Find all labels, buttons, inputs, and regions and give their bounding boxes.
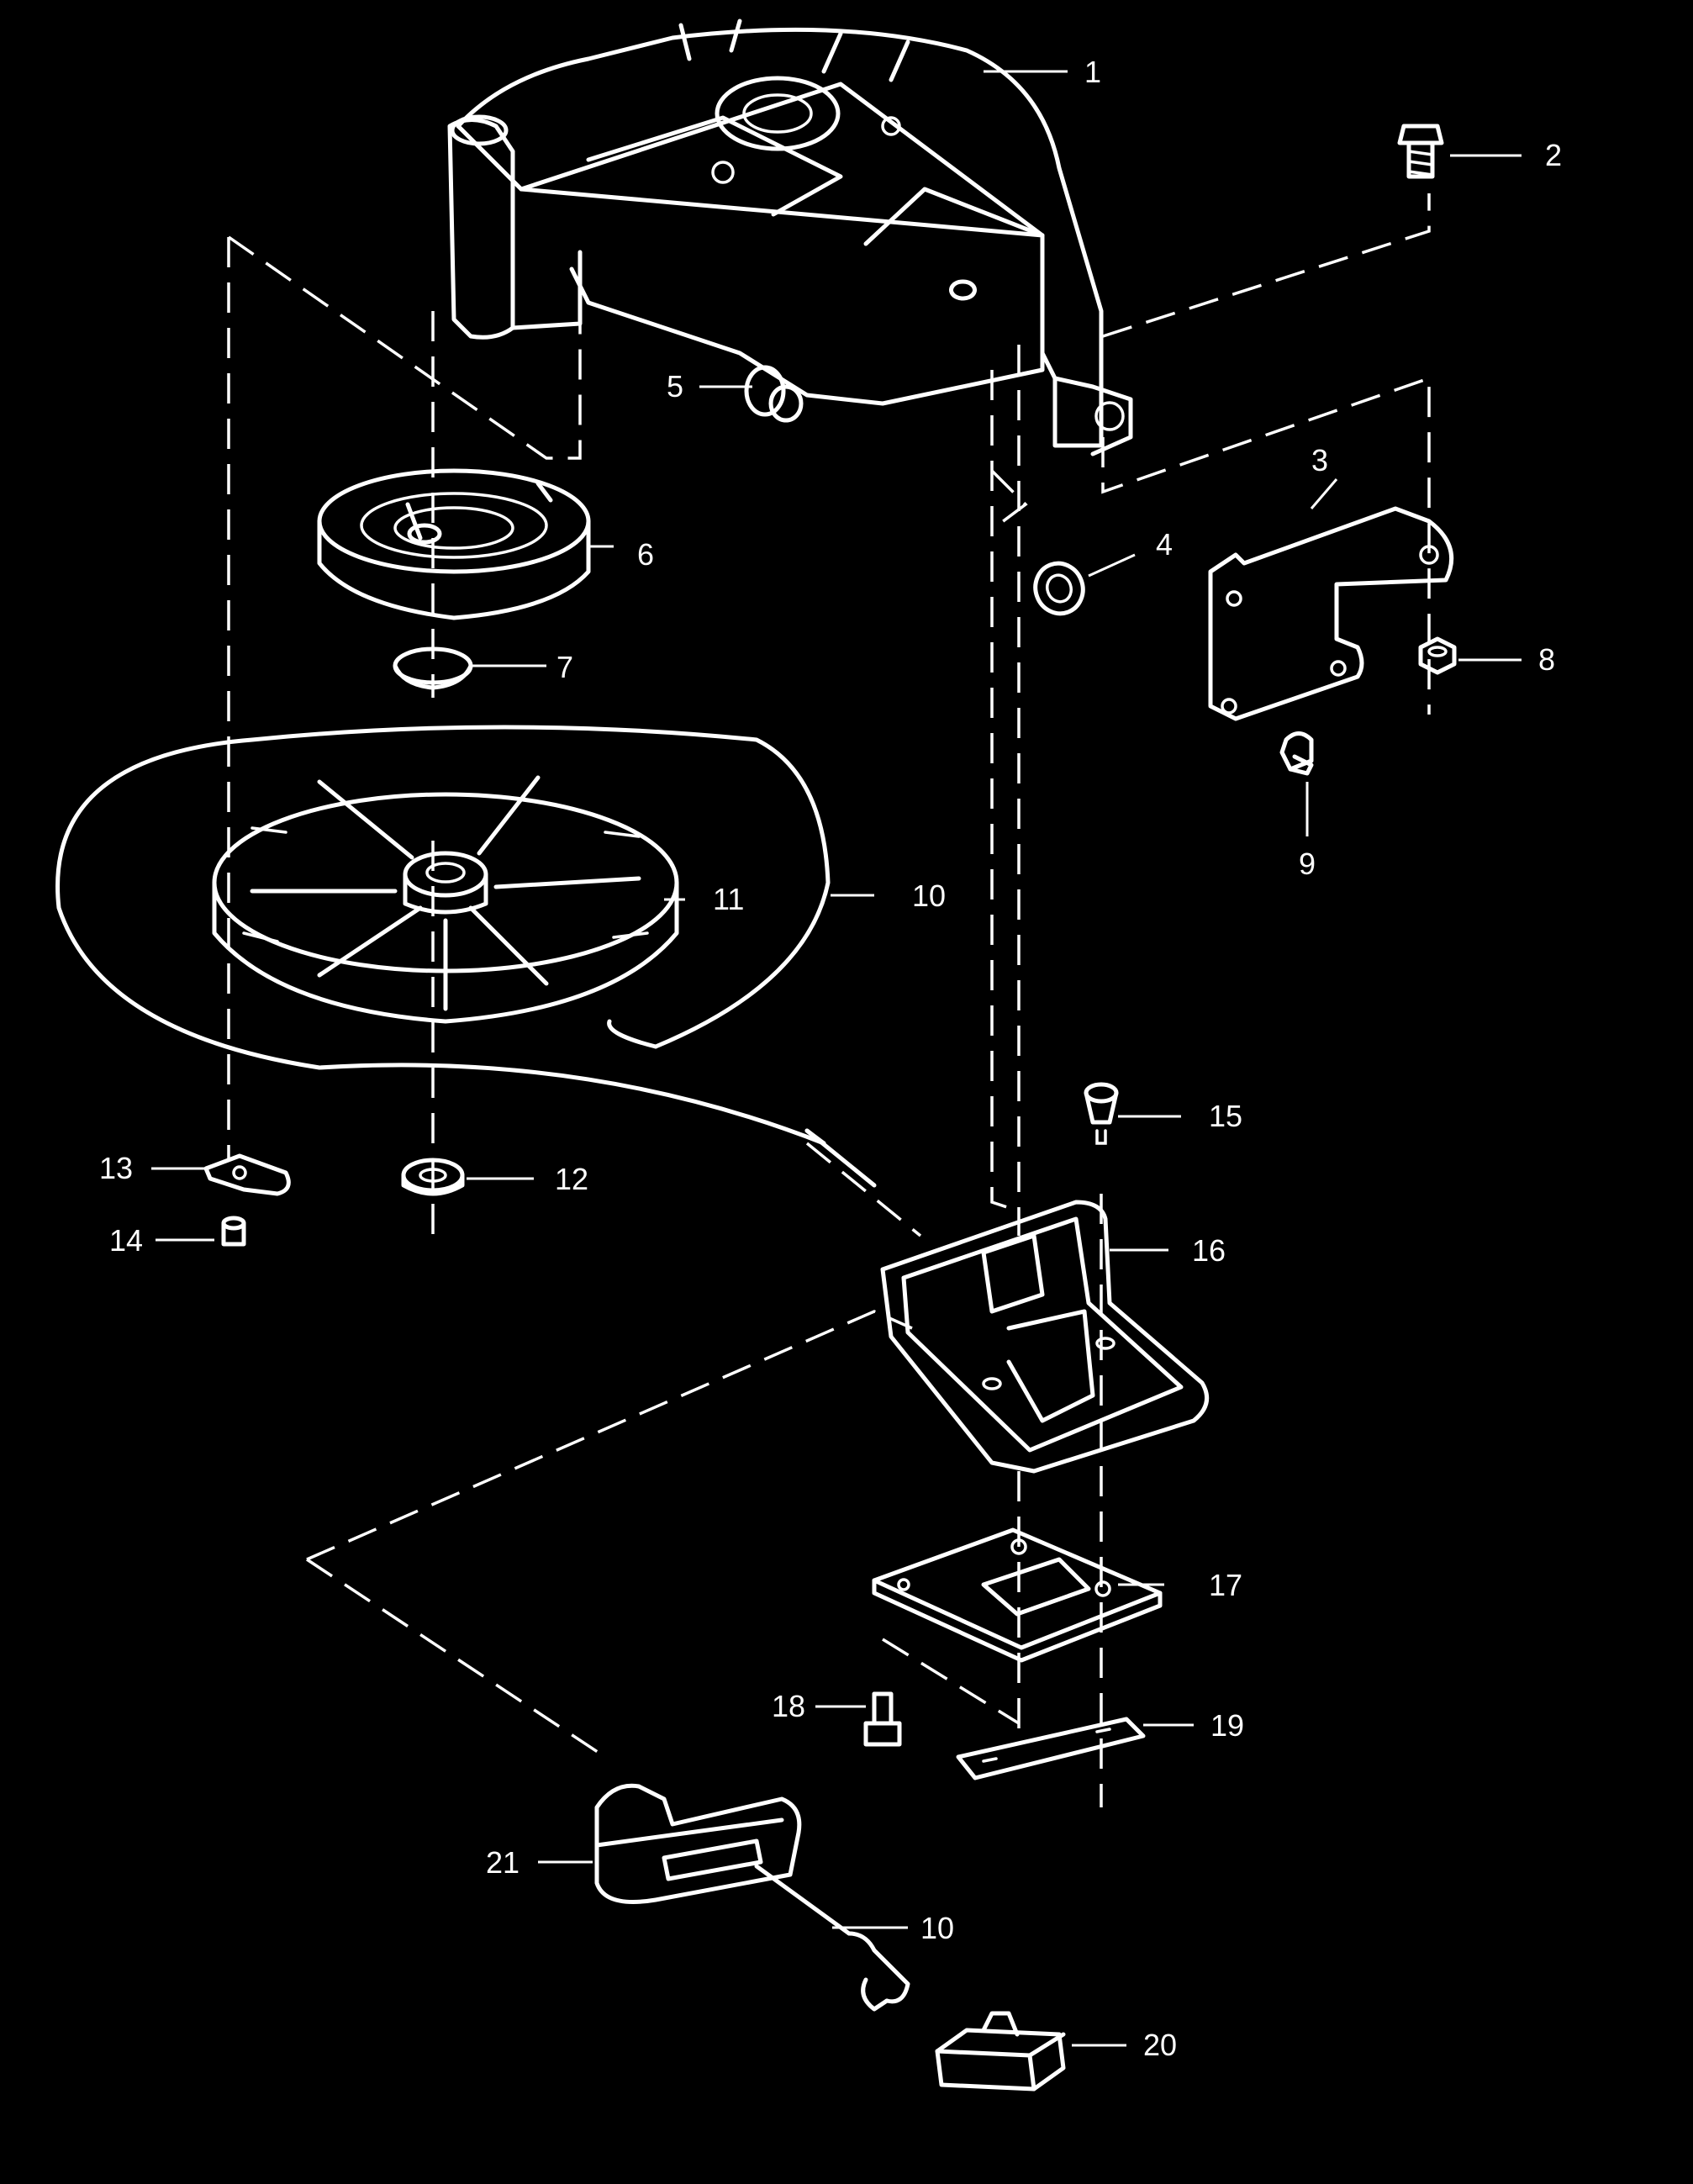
plate-17 (872, 1527, 1163, 1663)
callout-4: 4 (1156, 527, 1173, 562)
callout-18: 18 (772, 1689, 805, 1723)
callout-2: 2 (1545, 138, 1562, 172)
screw-9 (1279, 731, 1314, 776)
callout-7: 7 (556, 650, 573, 684)
callout-1: 1 (1084, 55, 1101, 89)
callout-13: 13 (99, 1151, 133, 1185)
spring-cassette-6 (317, 468, 591, 620)
screw-14 (221, 1216, 246, 1247)
callout-10-handle: 10 (920, 1911, 954, 1945)
callout-17: 17 (1209, 1568, 1242, 1602)
callout-11: 11 (713, 882, 744, 916)
callout-6: 6 (637, 537, 654, 572)
nut-8 (1418, 636, 1457, 675)
callout-20: 20 (1143, 2028, 1177, 2062)
callout-21: 21 (486, 1845, 520, 1880)
bolt-2 (1397, 124, 1444, 179)
callout-15: 15 (1209, 1099, 1242, 1133)
ratchet-pawl-13 (203, 1153, 291, 1196)
callout-16: 16 (1192, 1233, 1226, 1268)
rope-guide-16 (880, 1200, 1210, 1474)
rope-pulley-11 (212, 775, 679, 1024)
washer-4 (1033, 561, 1085, 616)
washer-12 (401, 1158, 465, 1196)
handle-insert-20 (935, 2011, 1066, 2092)
leader-lines (151, 70, 1522, 2047)
callout-14: 14 (109, 1223, 143, 1258)
callout-8: 8 (1538, 642, 1555, 677)
screw-18 (863, 1691, 902, 1747)
grommet-5 (744, 365, 804, 423)
screw-15 (1084, 1082, 1119, 1145)
callout-19: 19 (1210, 1708, 1244, 1743)
starter-rope-10 (55, 725, 877, 1188)
bracket-3 (1208, 506, 1454, 721)
plate-19 (956, 1717, 1146, 1780)
callout-5: 5 (667, 369, 683, 404)
callout-9: 9 (1299, 847, 1316, 881)
handle-21 (594, 1783, 910, 2012)
callout-3: 3 (1311, 443, 1328, 477)
callout-12: 12 (555, 1162, 588, 1196)
assembly-guide-lines (227, 193, 1431, 1807)
callout-numbers: 1 2 3 4 5 6 7 8 9 10 11 12 13 14 15 16 1… (99, 55, 1562, 2062)
starter-housing (447, 18, 1133, 456)
callout-10-rope: 10 (912, 878, 946, 913)
